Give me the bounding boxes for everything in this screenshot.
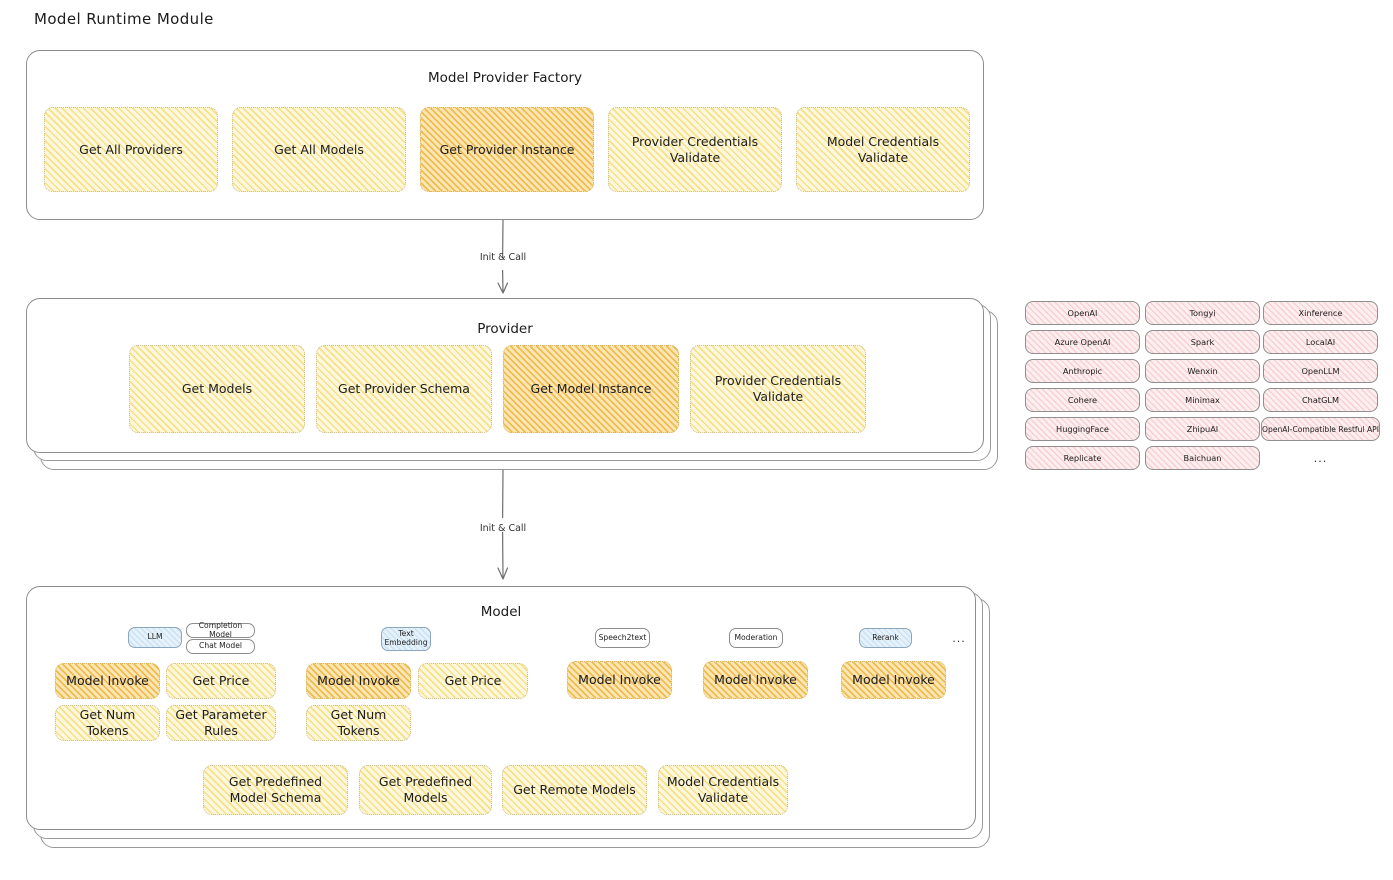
provider-pill-huggingface[interactable]: HuggingFace bbox=[1025, 417, 1140, 441]
factory-node-get-all-models[interactable]: Get All Models bbox=[232, 107, 406, 192]
provider-pill-xinference[interactable]: Xinference bbox=[1263, 301, 1378, 325]
model-common-get-remote-models[interactable]: Get Remote Models bbox=[502, 765, 647, 815]
provider-pill-tongyi[interactable]: Tongyi bbox=[1145, 301, 1260, 325]
provider-node-get-models[interactable]: Get Models bbox=[129, 345, 305, 433]
factory-node-provider-credentials-validate[interactable]: Provider Credentials Validate bbox=[608, 107, 782, 192]
provider-pill-anthropic[interactable]: Anthropic bbox=[1025, 359, 1140, 383]
arrow-provider-to-model bbox=[497, 469, 509, 580]
arrow-label-init-and-call-1: Init & Call bbox=[479, 252, 527, 263]
arrow-label-init-and-call-2: Init & Call bbox=[479, 523, 527, 534]
provider-list-more: ... bbox=[1313, 451, 1328, 465]
provider-pill-openai[interactable]: OpenAI bbox=[1025, 301, 1140, 325]
provider-pill-openai-compatible-restful-api[interactable]: OpenAI-Compatible Restful API bbox=[1261, 417, 1380, 441]
provider-pill-openllm[interactable]: OpenLLM bbox=[1263, 359, 1378, 383]
provider-pill-spark[interactable]: Spark bbox=[1145, 330, 1260, 354]
model-provider-factory-title: Model Provider Factory bbox=[427, 70, 582, 86]
provider-pill-replicate[interactable]: Replicate bbox=[1025, 446, 1140, 470]
factory-node-model-credentials-validate[interactable]: Model Credentials Validate bbox=[796, 107, 970, 192]
text-embedding-method-get-price[interactable]: Get Price bbox=[418, 663, 528, 699]
factory-node-get-provider-instance[interactable]: Get Provider Instance bbox=[420, 107, 594, 192]
provider-pill-minimax[interactable]: Minimax bbox=[1145, 388, 1260, 412]
model-types-more: ... bbox=[952, 631, 966, 645]
text-embedding-method-get-num-tokens[interactable]: Get Num Tokens bbox=[306, 705, 411, 741]
rerank-method-model-invoke[interactable]: Model Invoke bbox=[841, 661, 946, 699]
model-common-get-predefined-model-schema[interactable]: Get Predefined Model Schema bbox=[203, 765, 348, 815]
provider-pill-zhipuai[interactable]: ZhipuAI bbox=[1145, 417, 1260, 441]
model-subtag-chat-model[interactable]: Chat Model bbox=[186, 639, 255, 654]
model-type-tag-text-embedding[interactable]: Text Embedding bbox=[381, 627, 431, 651]
arrow-factory-to-provider bbox=[497, 219, 509, 294]
provider-title: Provider bbox=[477, 321, 533, 337]
text-embedding-method-model-invoke[interactable]: Model Invoke bbox=[306, 663, 411, 699]
provider-pill-wenxin[interactable]: Wenxin bbox=[1145, 359, 1260, 383]
provider-pill-azure-openai[interactable]: Azure OpenAI bbox=[1025, 330, 1140, 354]
llm-method-model-invoke[interactable]: Model Invoke bbox=[55, 663, 160, 699]
model-common-model-credentials-validate[interactable]: Model Credentials Validate bbox=[658, 765, 788, 815]
model-common-get-predefined-models[interactable]: Get Predefined Models bbox=[359, 765, 492, 815]
provider-pill-baichuan[interactable]: Baichuan bbox=[1145, 446, 1260, 470]
factory-node-get-all-providers[interactable]: Get All Providers bbox=[44, 107, 218, 192]
provider-pill-localai[interactable]: LocalAI bbox=[1263, 330, 1378, 354]
model-type-tag-rerank[interactable]: Rerank bbox=[859, 628, 912, 648]
model-subtag-completion-model[interactable]: Completion Model bbox=[186, 621, 255, 638]
provider-pill-cohere[interactable]: Cohere bbox=[1025, 388, 1140, 412]
llm-method-get-parameter-rules[interactable]: Get Parameter Rules bbox=[166, 705, 276, 741]
speech2text-method-model-invoke[interactable]: Model Invoke bbox=[567, 661, 672, 699]
model-type-tag-speech2text[interactable]: Speech2text bbox=[595, 628, 650, 648]
provider-node-get-model-instance[interactable]: Get Model Instance bbox=[503, 345, 679, 433]
llm-method-get-price[interactable]: Get Price bbox=[166, 663, 276, 699]
provider-node-get-provider-schema[interactable]: Get Provider Schema bbox=[316, 345, 492, 433]
model-type-tag-llm[interactable]: LLM bbox=[128, 627, 182, 648]
model-type-tag-moderation[interactable]: Moderation bbox=[729, 628, 783, 648]
moderation-method-model-invoke[interactable]: Model Invoke bbox=[703, 661, 808, 699]
model-title: Model bbox=[480, 604, 522, 620]
page-title: Model Runtime Module bbox=[34, 10, 214, 28]
provider-node-provider-credentials-validate[interactable]: Provider Credentials Validate bbox=[690, 345, 866, 433]
llm-method-get-num-tokens[interactable]: Get Num Tokens bbox=[55, 705, 160, 741]
provider-pill-chatglm[interactable]: ChatGLM bbox=[1263, 388, 1378, 412]
